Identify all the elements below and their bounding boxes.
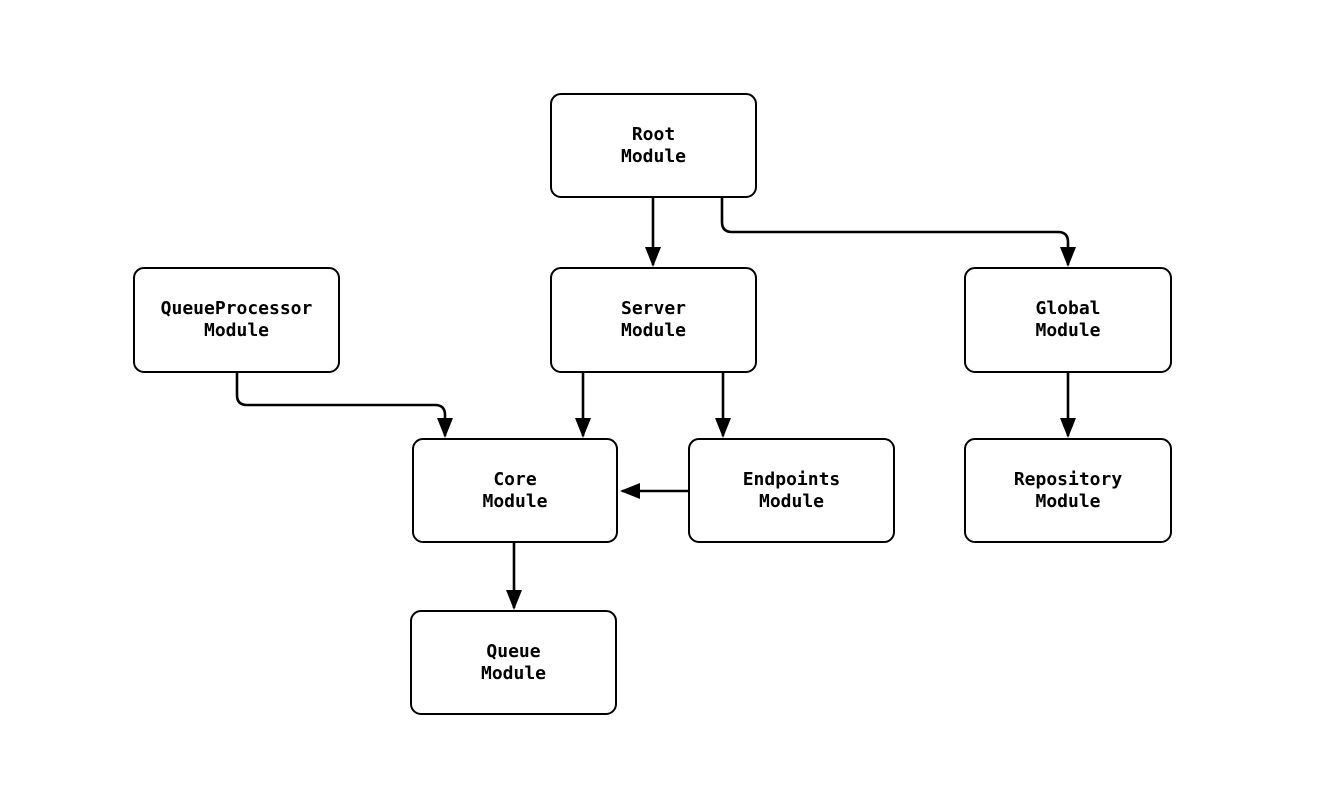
- node-server-label-line: Server: [620, 298, 687, 319]
- node-endpoints-label-line: Module: [758, 490, 825, 512]
- edges-group: [235, 198, 1076, 610]
- node-queue-label-line: Module: [480, 662, 547, 684]
- node-server-label-line: Module: [620, 320, 687, 341]
- edge-root-to-global: [720, 198, 1076, 267]
- node-endpoints-label-line: Endpoints: [742, 468, 841, 490]
- node-queueprocessor-label-line: Module: [203, 320, 270, 341]
- node-repository-label-line: Module: [1035, 490, 1101, 512]
- node-root-label-line: Root: [631, 123, 676, 145]
- node-queueprocessor-label-line: QueueProcessor: [160, 298, 313, 319]
- node-global-label-line: Global: [1035, 298, 1101, 319]
- node-repository-label-line: Repository: [1013, 468, 1123, 490]
- edge-queueprocessor-to-core: [235, 373, 453, 438]
- node-queue-label-line: Queue: [486, 640, 541, 662]
- node-root-label-line: Module: [620, 145, 687, 167]
- node-core-label-line: Module: [482, 490, 548, 512]
- node-core-label-line: Core: [493, 468, 537, 490]
- node-global-label-line: Module: [1035, 320, 1101, 341]
